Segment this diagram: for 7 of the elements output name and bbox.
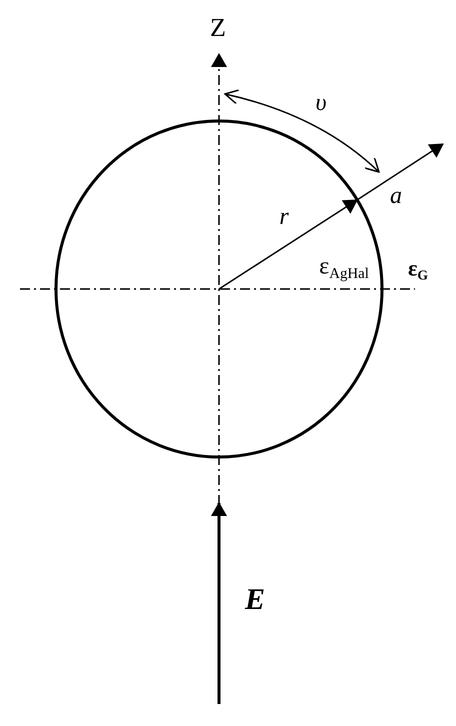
permittivity-label: ε$_{AgHal}$ — [319, 254, 369, 282]
axis-label: Z — [210, 15, 226, 41]
thickness-label: a — [390, 184, 402, 208]
field-label: E — [245, 585, 265, 615]
angle-label: υ — [316, 91, 326, 115]
radius-label: r — [279, 205, 289, 229]
permittivity-label: ε$_{G}$ — [408, 258, 428, 282]
